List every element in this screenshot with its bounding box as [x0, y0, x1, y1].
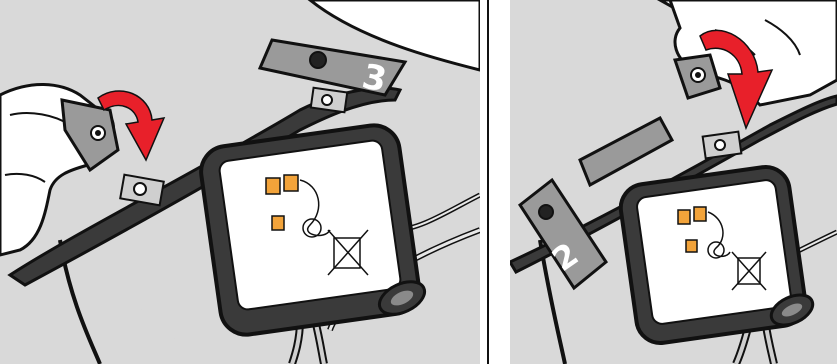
electrode-pad-icon	[678, 210, 690, 224]
illustration-step-2: 2	[510, 0, 837, 364]
electrode-pad-icon	[284, 175, 298, 191]
snap-connector-icon	[703, 132, 742, 159]
snap-connector-icon	[311, 88, 347, 113]
snap-connector-icon	[120, 175, 164, 206]
body-shape	[0, 230, 200, 364]
monitor-device	[198, 122, 430, 338]
panel-step-3: 3	[0, 0, 480, 364]
liner-tab-2: 2	[520, 180, 606, 288]
panel-step-2: 2	[510, 0, 837, 364]
panel-divider	[487, 0, 489, 364]
hole-icon	[310, 52, 326, 68]
monitor-device	[618, 164, 818, 346]
hole-icon	[539, 205, 553, 219]
liner-piece	[580, 118, 672, 185]
electrode-pad-icon	[272, 216, 284, 230]
illustration-step-3: 3	[0, 0, 480, 364]
electrode-pad-icon	[694, 207, 706, 221]
electrode-pad-icon	[686, 240, 697, 252]
electrode-pad-icon	[266, 178, 280, 194]
